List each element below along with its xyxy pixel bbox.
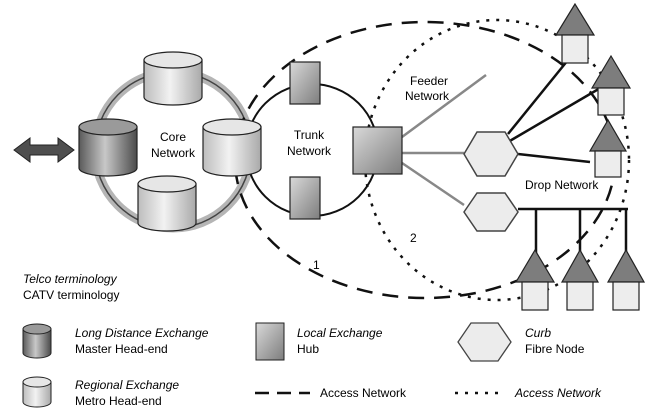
- house-icon: [606, 248, 646, 311]
- house-icon: [514, 248, 556, 311]
- legend-local-exchange-catv: Hub: [297, 342, 319, 356]
- legend-access-network-dashed: Access Network: [320, 386, 407, 400]
- legend-long-distance-catv: Master Head-end: [75, 342, 168, 356]
- legend-telco-terminology: Telco terminology: [23, 272, 118, 286]
- feeder-network-label-line1: Feeder: [410, 74, 448, 88]
- access-marker-2: 2: [410, 231, 417, 245]
- legend-catv-terminology: CATV terminology: [23, 288, 119, 302]
- curb-node-hexagon-bottom: [463, 192, 519, 232]
- double-arrow-icon: [13, 137, 75, 163]
- legend-long-distance-telco: Long Distance Exchange: [75, 326, 209, 340]
- legend-regional-catv: Metro Head-end: [75, 394, 162, 408]
- local-exchange-hub-box: [352, 126, 403, 175]
- trunk-box-bottom: [289, 176, 321, 220]
- trunk-box-top: [289, 61, 321, 105]
- feeder-lines: [401, 73, 487, 207]
- legend-access-network-dotted: Access Network: [514, 386, 602, 400]
- access-marker-1: 1: [313, 258, 320, 272]
- legend-curb-catv: Fibre Node: [525, 342, 585, 356]
- legend-curb-telco: Curb: [525, 326, 551, 340]
- core-cylinder-bottom: [137, 175, 197, 232]
- house-icon: [588, 118, 628, 178]
- feeder-network-label-line2: Network: [405, 89, 450, 103]
- legend-long-distance-cylinder: [22, 323, 52, 359]
- drop-lines: [507, 59, 628, 253]
- house-icon: [590, 54, 632, 116]
- access-network-dotted-boundary: [363, 18, 631, 302]
- legend-regional-cylinder: [22, 376, 52, 408]
- long-distance-exchange-cylinder: [78, 118, 138, 177]
- legend-local-exchange-telco: Local Exchange: [297, 326, 383, 340]
- drop-network-label: Drop Network: [525, 178, 599, 192]
- legend-local-exchange-box: [255, 322, 285, 361]
- house-icon: [560, 248, 600, 311]
- house-icon: [554, 2, 596, 64]
- trunk-network-label-line1: Trunk: [294, 128, 325, 142]
- curb-node-hexagon-top: [463, 131, 519, 177]
- core-network-label-line1: Core: [160, 130, 186, 144]
- core-cylinder-right: [202, 118, 262, 177]
- trunk-network-label-line2: Network: [287, 144, 332, 158]
- core-network-label-line2: Network: [151, 146, 196, 160]
- legend-regional-telco: Regional Exchange: [75, 378, 179, 392]
- legend-curb-hexagon: [457, 322, 512, 362]
- core-cylinder-top: [143, 51, 203, 106]
